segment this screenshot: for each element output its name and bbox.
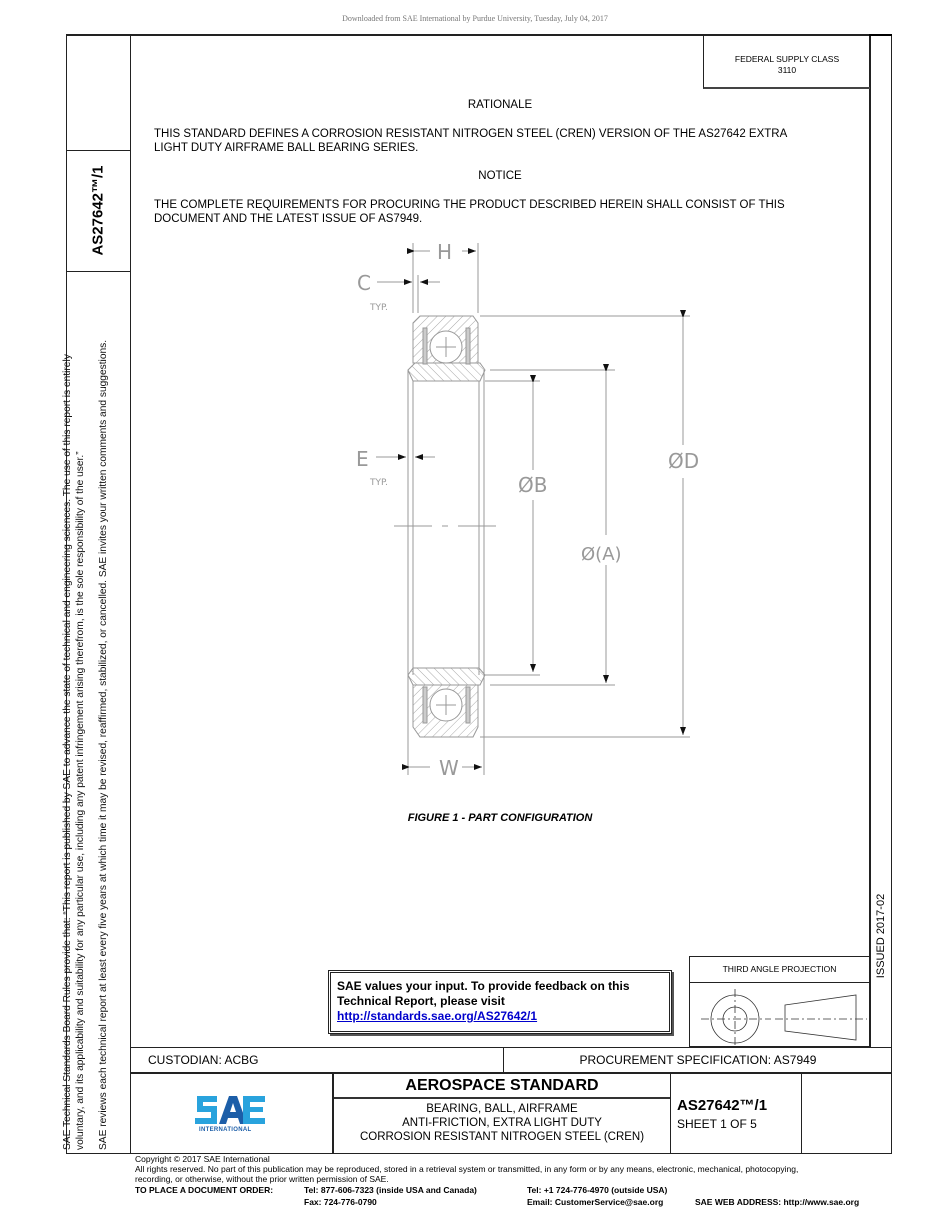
title-block-divider-2 — [670, 1074, 671, 1154]
custodian-row — [131, 1047, 892, 1074]
dim-label-b: ØB — [518, 473, 547, 497]
feedback-line-2: Technical Report, please visit — [337, 994, 505, 1008]
title-block-doc-id: AS27642™/1 — [677, 1097, 768, 1114]
download-note: Downloaded from SAE International by Pur… — [342, 14, 608, 23]
notice-line-1: THE COMPLETE REQUIREMENTS FOR PROCURING … — [154, 199, 785, 211]
issued-date-text: ISSUED 2017-02 — [875, 893, 888, 979]
rationale-line-2: LIGHT DUTY AIRFRAME BALL BEARING SERIES. — [154, 141, 419, 154]
tel-usa: Tel: 877-606-7323 (inside USA and Canada… — [304, 1185, 477, 1195]
rationale-text: THIS STANDARD DEFINES A CORROSION RESIST… — [154, 128, 854, 155]
tel-intl: Tel: +1 724-776-4970 (outside USA) — [527, 1185, 668, 1195]
issued-date: ISSUED 2017-02 — [871, 880, 892, 992]
rights-line-1: All rights reserved. No part of this pub… — [135, 1164, 799, 1174]
dim-label-h: H — [437, 240, 452, 264]
procurement-spec: PROCUREMENT SPECIFICATION: AS7949 — [579, 1053, 817, 1067]
description-line-3: CORROSION RESISTANT NITROGEN STEEL (CREN… — [359, 1131, 645, 1143]
fsc-value: 3110 — [777, 65, 797, 75]
rights-line-2: recording, or otherwise, without the pri… — [135, 1174, 389, 1184]
sae-logo-text: INTERNATIONAL — [199, 1127, 252, 1133]
custodian: CUSTODIAN: ACBG — [148, 1053, 259, 1067]
page-frame — [66, 34, 892, 1154]
document-number-text: AS27642™/1 — [90, 164, 107, 256]
rationale-heading: RATIONALE — [467, 99, 533, 111]
web-address: SAE WEB ADDRESS: http://www.sae.org — [695, 1197, 860, 1207]
third-angle-projection-title: THIRD ANGLE PROJECTION — [689, 956, 870, 983]
right-strip-cap — [869, 34, 892, 36]
sae-logo — [195, 1096, 265, 1124]
federal-supply-class-box: FEDERAL SUPPLY CLASS 3110 — [703, 34, 870, 89]
feedback-link[interactable]: http://standards.sae.org/AS27642/1 — [337, 1009, 538, 1023]
title-block-divider-1 — [332, 1074, 334, 1154]
notice-text: THE COMPLETE REQUIREMENTS FOR PROCURING … — [154, 199, 854, 226]
side-notice-line-3: SAE reviews each technical report at lea… — [98, 339, 109, 1150]
left-column-divider — [130, 34, 131, 1154]
description-line-2: ANTI-FRICTION, EXTRA LIGHT DUTY — [402, 1117, 602, 1129]
document-description: BEARING, BALL, AIRFRAME ANTI-FRICTION, E… — [334, 1102, 670, 1144]
dim-label-e-typ: TYP. — [369, 478, 388, 488]
dim-label-a: Ø(A) — [581, 544, 622, 565]
figure-caption: FIGURE 1 - PART CONFIGURATION — [407, 812, 593, 824]
side-notice-line-1: SAE Technical Standards Board Rules prov… — [62, 354, 73, 1150]
notice-line-2: DOCUMENT AND THE LATEST ISSUE OF AS7949. — [154, 212, 423, 225]
sheet-number: SHEET 1 OF 5 — [677, 1117, 757, 1131]
side-notice-line-2: voluntary, and its applicability and sui… — [74, 451, 86, 1150]
document-number-box — [66, 150, 131, 272]
dim-label-c: C — [357, 271, 371, 295]
dim-label-w: W — [439, 756, 459, 780]
dim-label-d: ØD — [668, 449, 699, 473]
dim-label-c-typ: TYP. — [369, 303, 388, 313]
side-notice: SAE Technical Standards Board Rules prov… — [62, 290, 132, 1150]
description-line-1: BEARING, BALL, AIRFRAME — [426, 1103, 578, 1115]
rationale-line-1: THIS STANDARD DEFINES A CORROSION RESIST… — [154, 128, 788, 140]
notice-heading: NOTICE — [478, 170, 522, 182]
third-angle-projection-icon — [701, 989, 867, 1047]
right-strip-divider — [869, 34, 871, 1047]
email: Email: CustomerService@sae.org — [527, 1197, 664, 1207]
dim-label-e: E — [356, 447, 369, 471]
title-block-divider-3 — [801, 1074, 802, 1154]
fax: Fax: 724-776-0790 — [304, 1197, 377, 1207]
heading-underline — [334, 1097, 670, 1099]
feedback-line-1: SAE values your input. To provide feedba… — [337, 979, 630, 993]
custodian-divider — [503, 1047, 504, 1074]
fsc-label: FEDERAL SUPPLY CLASS — [734, 54, 840, 64]
third-angle-projection-box — [689, 956, 870, 1047]
bearing-drawing: H C TYP. E TYP. ØB Ø(A) ØD W — [356, 240, 699, 780]
aerospace-standard-heading: AEROSPACE STANDARD — [405, 1077, 599, 1094]
feedback-box: SAE values your input. To provide feedba… — [328, 970, 672, 1034]
document-number-vertical: AS27642™/1 — [66, 150, 131, 270]
order-label: TO PLACE A DOCUMENT ORDER: — [135, 1185, 274, 1195]
copyright: Copyright © 2017 SAE International — [135, 1154, 270, 1164]
